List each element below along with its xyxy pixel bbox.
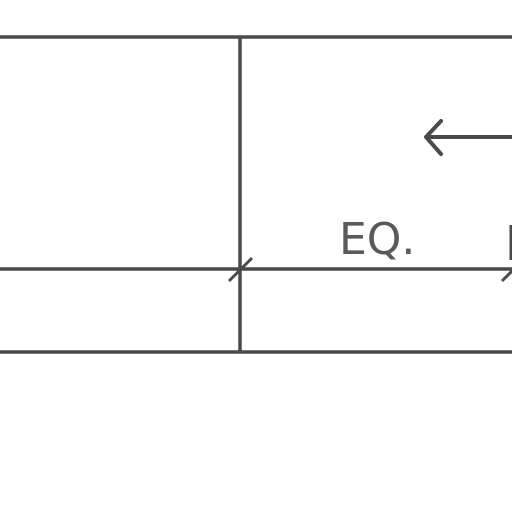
dimension-tick-right: [500, 269, 512, 283]
dimension-label: EQ.: [339, 214, 415, 265]
left-arrow-icon: [424, 119, 512, 156]
dimension-tick-left: [227, 256, 254, 283]
